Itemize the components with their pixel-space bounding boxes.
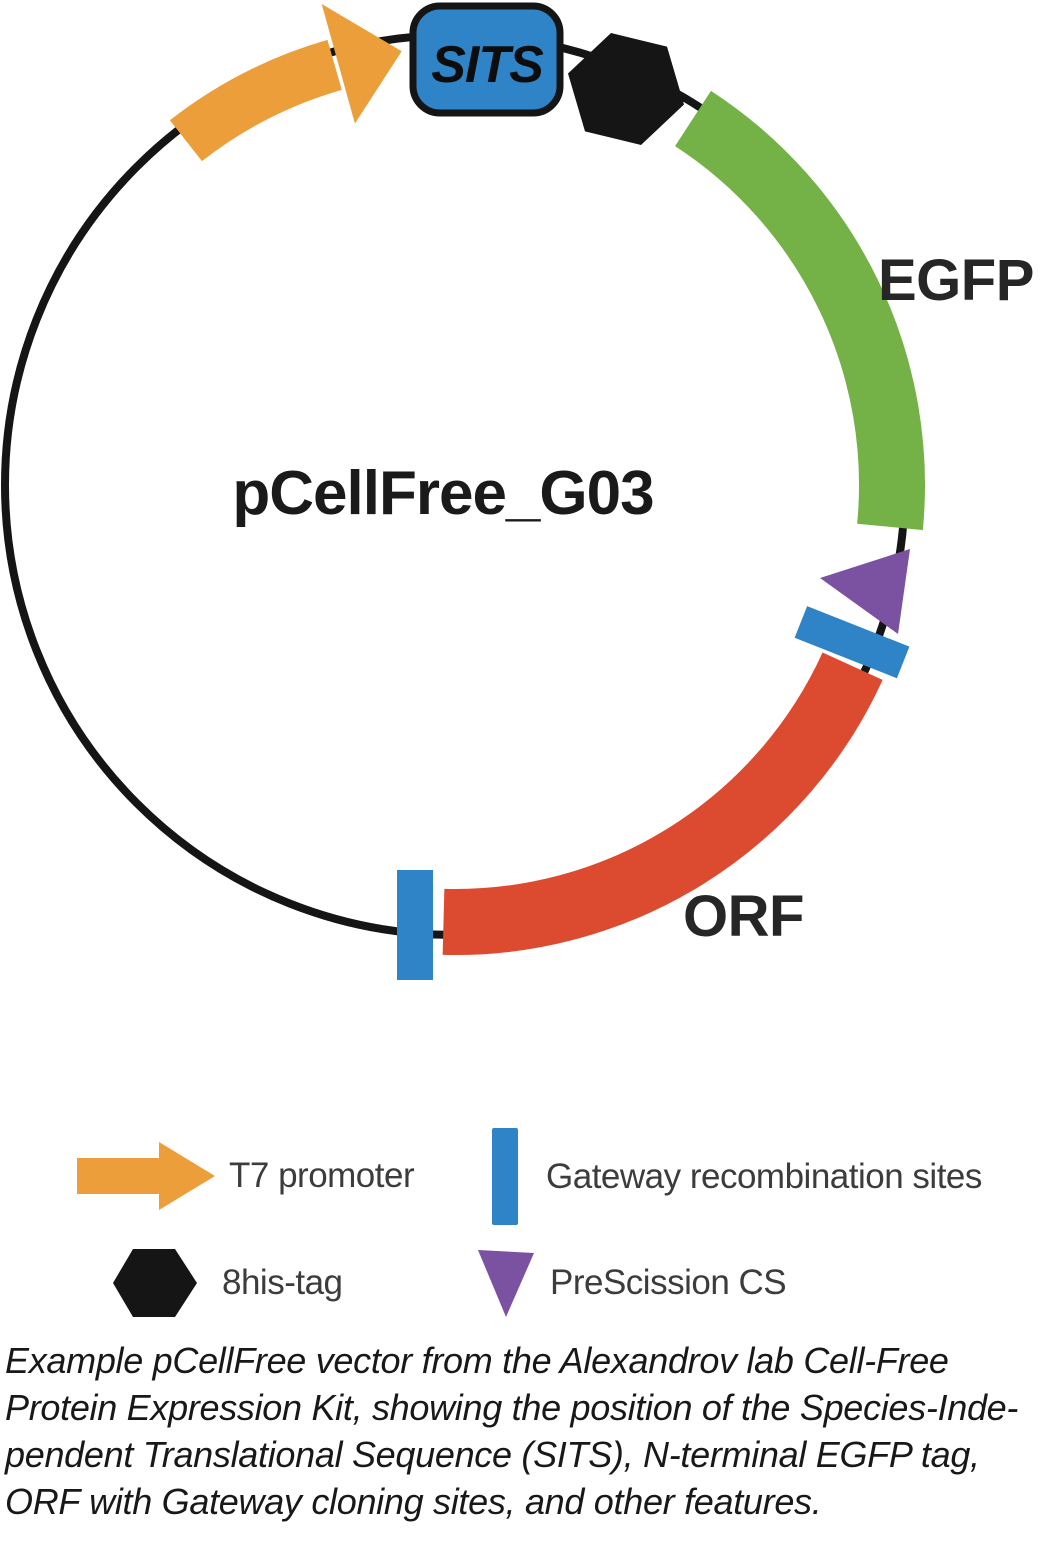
t7-promoter-arrow-head: [321, 4, 402, 124]
gateway-bar-icon: [492, 1128, 518, 1225]
his-tag-hexagon: [568, 33, 684, 145]
legend-item-prescission: PreScission CS: [477, 1248, 787, 1318]
caption-line: Example pCellFree vector from the Alexan…: [5, 1340, 949, 1381]
orf-arc: [442, 652, 883, 956]
legend-item-t7-promoter: T7 promoter: [77, 1129, 415, 1223]
legend-item-his-tag: 8his-tag: [111, 1247, 343, 1319]
t7-promoter-arrow-body: [169, 39, 343, 162]
sits-box: [409, 2, 564, 117]
legend-item-label: 8his-tag: [222, 1263, 343, 1302]
sits-label: SITS: [431, 36, 544, 94]
gateway-site-upper-bar: [794, 606, 910, 679]
prescission-triangle: [820, 549, 910, 634]
gateway-site-lower-bar: [397, 870, 433, 980]
legend-item-label: Gateway recombination sites: [546, 1156, 982, 1196]
caption-line: Protein Expression Kit, showing the posi…: [5, 1387, 1019, 1428]
his-tag-hexagon-icon: [113, 1249, 197, 1317]
figure-caption: Example pCellFree vector from the Alexan…: [5, 1337, 1045, 1525]
plasmid-map: SITS pCellFree_G03 EGFP ORF: [1, 2, 1034, 980]
egfp-label: EGFP: [878, 248, 1034, 313]
prescission-triangle-icon: [478, 1250, 534, 1317]
legend-item-label: T7 promoter: [229, 1156, 415, 1195]
plasmid-name: pCellFree_G03: [232, 459, 653, 528]
caption-line: pendent Translational Sequence (SITS), N…: [5, 1434, 980, 1475]
caption-line: ORF with Gateway cloning sites, and othe…: [5, 1481, 822, 1522]
legend-item-label: PreScission CS: [550, 1263, 787, 1302]
egfp-arc: [674, 90, 925, 531]
legend-item-gateway-sites: Gateway recombination sites: [492, 1128, 982, 1225]
t7-promoter-arrow-icon: [77, 1142, 215, 1210]
orf-label: ORF: [683, 884, 804, 949]
